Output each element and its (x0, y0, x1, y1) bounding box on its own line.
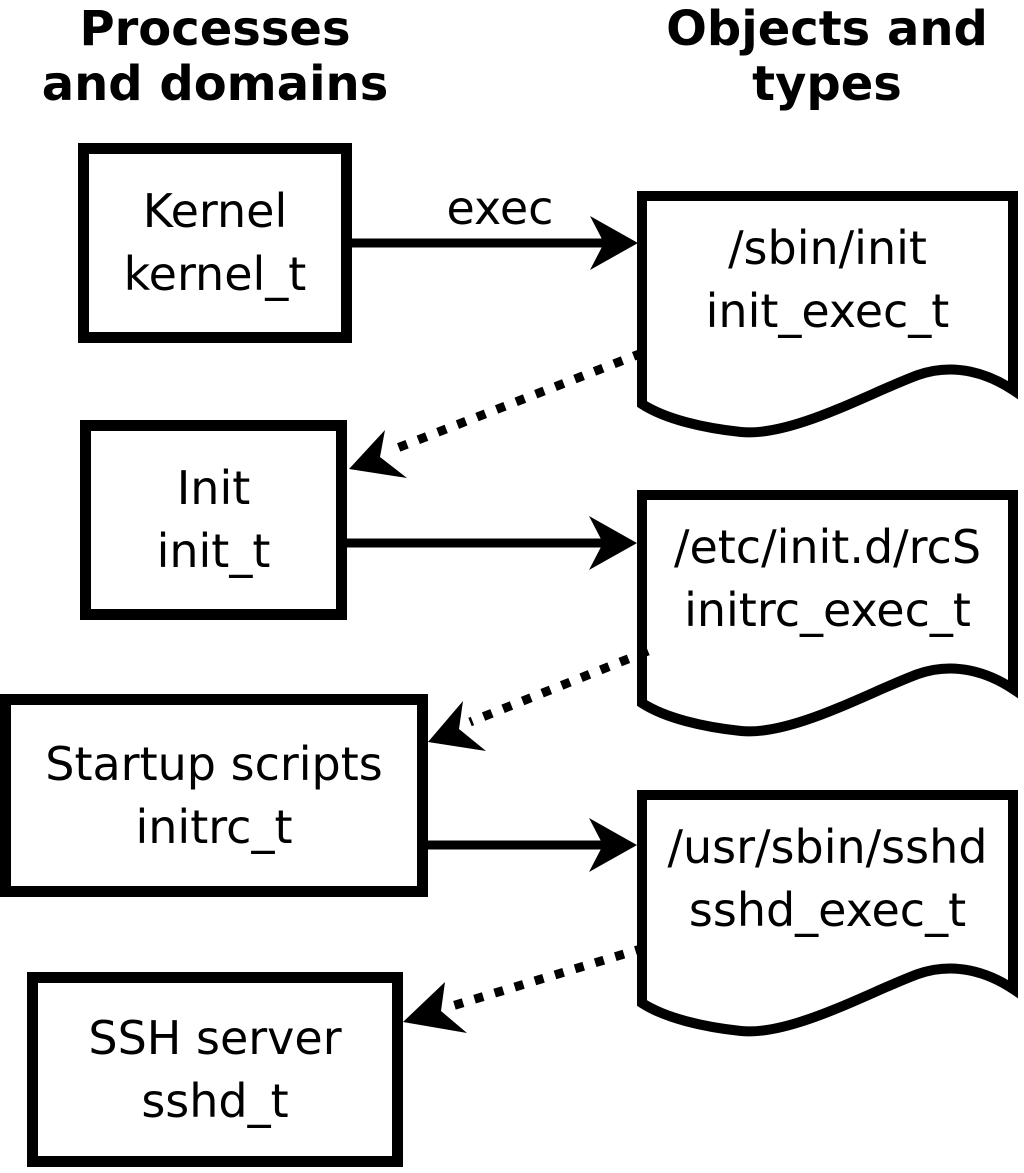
process-name: Startup scripts (45, 736, 383, 791)
object-file-type: initrc_exec_t (684, 583, 971, 637)
process-box-ssh-server: SSH server sshd_t (27, 972, 403, 1167)
process-domain-type: kernel_t (123, 247, 307, 301)
process-name: SSH server (88, 1010, 342, 1065)
document-shape-icon (637, 191, 1018, 438)
object-doc-text: /usr/sbin/sshd sshd_exec_t (647, 816, 1008, 942)
object-doc-text: /etc/init.d/rcS initrc_exec_t (647, 516, 1008, 642)
process-name: Kernel (142, 184, 288, 238)
column-header-objects-line2: types (752, 56, 902, 112)
column-header-objects-line1: Objects and (666, 1, 988, 57)
process-box-kernel: Kernel kernel_t (78, 143, 352, 343)
object-path: /sbin/init (728, 221, 927, 275)
transition-arrow-sshd-exec-to-sshd (403, 943, 646, 1033)
process-domain-type: init_t (156, 524, 271, 578)
process-box-startup-scripts: Startup scripts initrc_t (0, 694, 428, 897)
process-domain-type: sshd_t (141, 1073, 289, 1128)
object-doc-sbin-init: /sbin/init init_exec_t (637, 191, 1018, 439)
document-shape-icon (637, 490, 1018, 737)
exec-arrow-init-to-rcs (347, 516, 637, 570)
column-header-processes-line1: Processes (79, 1, 351, 57)
object-file-type: sshd_exec_t (688, 883, 967, 937)
column-header-objects: Objects and types (632, 2, 1022, 112)
column-header-processes-line2: and domains (41, 56, 389, 112)
process-name: Init (176, 461, 251, 515)
object-path: /usr/sbin/sshd (667, 820, 988, 874)
column-header-processes: Processes and domains (20, 2, 410, 112)
document-shape-icon (637, 790, 1018, 1037)
object-doc-text: /sbin/init init_exec_t (647, 217, 1008, 343)
exec-arrow-label: exec (446, 181, 554, 235)
process-box-init: Init init_t (80, 420, 347, 620)
object-path: /etc/init.d/rcS (673, 520, 982, 574)
object-doc-etc-initd-rcs: /etc/init.d/rcS initrc_exec_t (637, 490, 1018, 738)
exec-arrow-initrc-to-sshd (428, 818, 637, 872)
object-file-type: init_exec_t (705, 284, 950, 338)
transition-arrow-sbin-init-to-init (349, 348, 644, 478)
transition-arrow-rcs-to-initrc (428, 646, 650, 751)
object-doc-usr-sbin-sshd: /usr/sbin/sshd sshd_exec_t (637, 790, 1018, 1038)
process-domain-type: initrc_t (135, 799, 293, 854)
